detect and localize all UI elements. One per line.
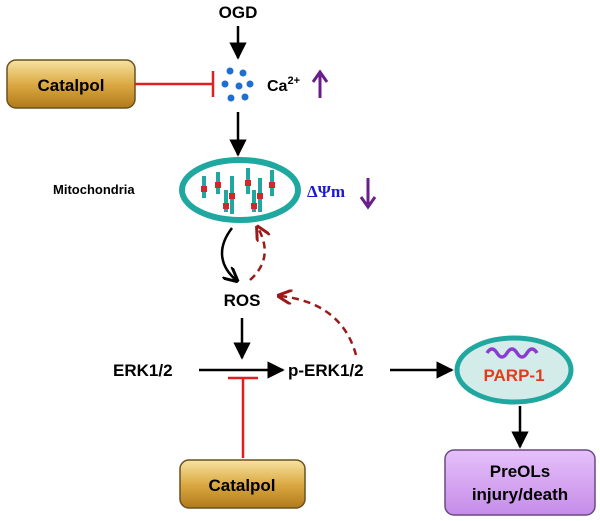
p-erk-label: p-ERK1/2: [288, 361, 364, 380]
calcium-up-arrow-icon: [311, 69, 329, 98]
ros-to-mitochondria-feedback-arrow: [249, 228, 265, 281]
outcome-box: PreOLs injury/death: [444, 449, 596, 516]
catalpol-bottom-label: Catalpol: [208, 476, 275, 495]
perk-to-ros-feedback-arrow: [280, 296, 358, 356]
catalpol-top-box: Catalpol: [6, 59, 136, 109]
outcome-line1: PreOLs: [490, 462, 550, 481]
catalpol-top-label: Catalpol: [37, 76, 104, 95]
membrane-potential-label: ΔΨm: [307, 182, 345, 201]
membrane-potential-down-arrow-icon: [359, 178, 377, 210]
calcium-label: Ca2+: [267, 75, 300, 95]
dna-wave-icon: [485, 347, 539, 359]
parp-label: PARP-1: [483, 366, 544, 385]
mitochondria-label: Mitochondria: [53, 182, 135, 197]
mitochondria-icon: [179, 157, 301, 223]
mitochondria-to-ros-arrow: [220, 227, 236, 280]
erk-inhibition-line: [228, 376, 258, 458]
calcium-ions-icon: [221, 67, 254, 102]
ros-label: ROS: [224, 291, 261, 310]
ogd-label: OGD: [219, 3, 258, 22]
calcium-inhibition-line: [135, 71, 215, 97]
parp-nucleus-icon: [454, 335, 574, 405]
catalpol-bottom-box: Catalpol: [179, 459, 306, 509]
outcome-line2: injury/death: [472, 485, 568, 504]
erk-label: ERK1/2: [113, 361, 173, 380]
